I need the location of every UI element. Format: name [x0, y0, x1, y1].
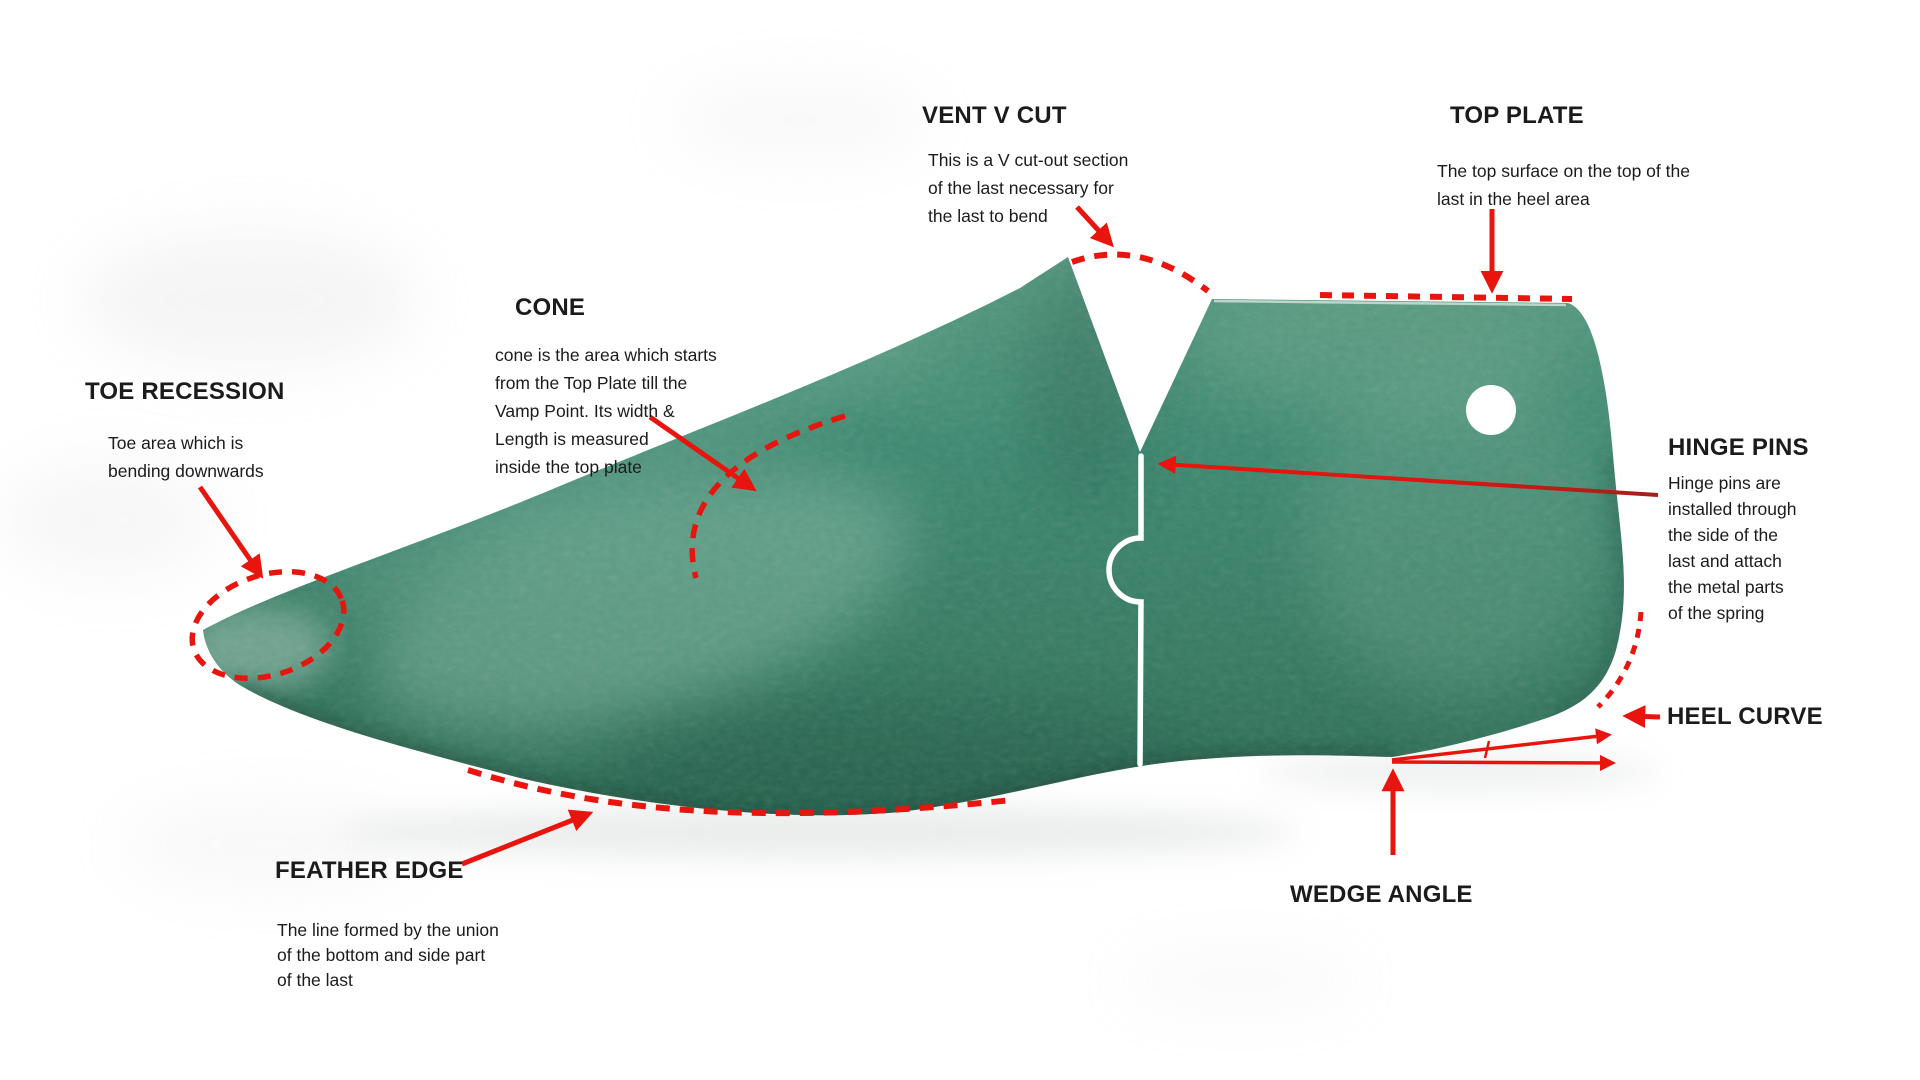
- label-feather-edge: FEATHER EDGE The line formed by the unio…: [275, 855, 567, 993]
- heel-curve-arrow: [1622, 705, 1661, 729]
- label-wedge-angle: WEDGE ANGLE: [1290, 879, 1473, 910]
- label-title: HEEL CURVE: [1667, 703, 1823, 730]
- label-description: This is a V cut-out section of the last …: [928, 150, 1129, 226]
- top-plate-outline: [1319, 292, 1573, 302]
- toe-recession-arrow: [197, 485, 264, 579]
- label-title: CONE: [515, 294, 586, 321]
- last-split-line: [1106, 453, 1144, 767]
- label-hinge-pins: HINGE PINS Hinge pins are installed thro…: [1668, 432, 1888, 626]
- hinge-pin-hole: [1466, 385, 1516, 435]
- annotations: [189, 205, 1661, 867]
- top-plate-edge-highlight: [1213, 299, 1567, 307]
- label-description: The line formed by the union of the bott…: [277, 920, 499, 990]
- vent-v-cut-outline: [1071, 251, 1210, 294]
- label-title: FEATHER EDGE: [275, 857, 464, 884]
- label-description: The top surface on the top of the last i…: [1437, 161, 1690, 209]
- label-toe-recession: TOE RECESSION Toe area which is bending …: [85, 376, 348, 485]
- cone-outline: [689, 413, 846, 579]
- label-cone: CONE cone is the area which starts from …: [495, 292, 745, 481]
- label-description: cone is the area which starts from the T…: [495, 345, 717, 477]
- label-title: VENT V CUT: [922, 102, 1067, 129]
- feather-edge-arrow: [461, 809, 594, 867]
- wedge-angle-lower-arrow: [1391, 754, 1617, 771]
- label-title: HINGE PINS: [1668, 434, 1809, 461]
- label-description: Hinge pins are installed through the sid…: [1668, 473, 1797, 623]
- label-top-plate: TOP PLATE The top surface on the top of …: [1437, 100, 1697, 213]
- wedge-angle-upper-arrow: [1391, 728, 1612, 762]
- label-title: TOP PLATE: [1450, 102, 1584, 129]
- heel-curve-outline: [1596, 611, 1644, 709]
- wedge-angle-tick: [1483, 740, 1491, 759]
- cone-arrow: [648, 414, 757, 492]
- background-smudges: [0, 80, 1360, 1010]
- label-title: TOE RECESSION: [85, 378, 285, 405]
- label-vent-v-cut: VENT V CUT This is a V cut-out section o…: [922, 100, 1188, 230]
- hinge-pins-pointer-line: [1157, 455, 1659, 497]
- label-title: WEDGE ANGLE: [1290, 881, 1473, 908]
- label-heel-curve: HEEL CURVE: [1667, 701, 1823, 732]
- feather-edge-outline: [467, 767, 1013, 817]
- vent-v-cut-arrow: [1075, 205, 1114, 248]
- label-description: Toe area which is bending downwards: [108, 433, 264, 481]
